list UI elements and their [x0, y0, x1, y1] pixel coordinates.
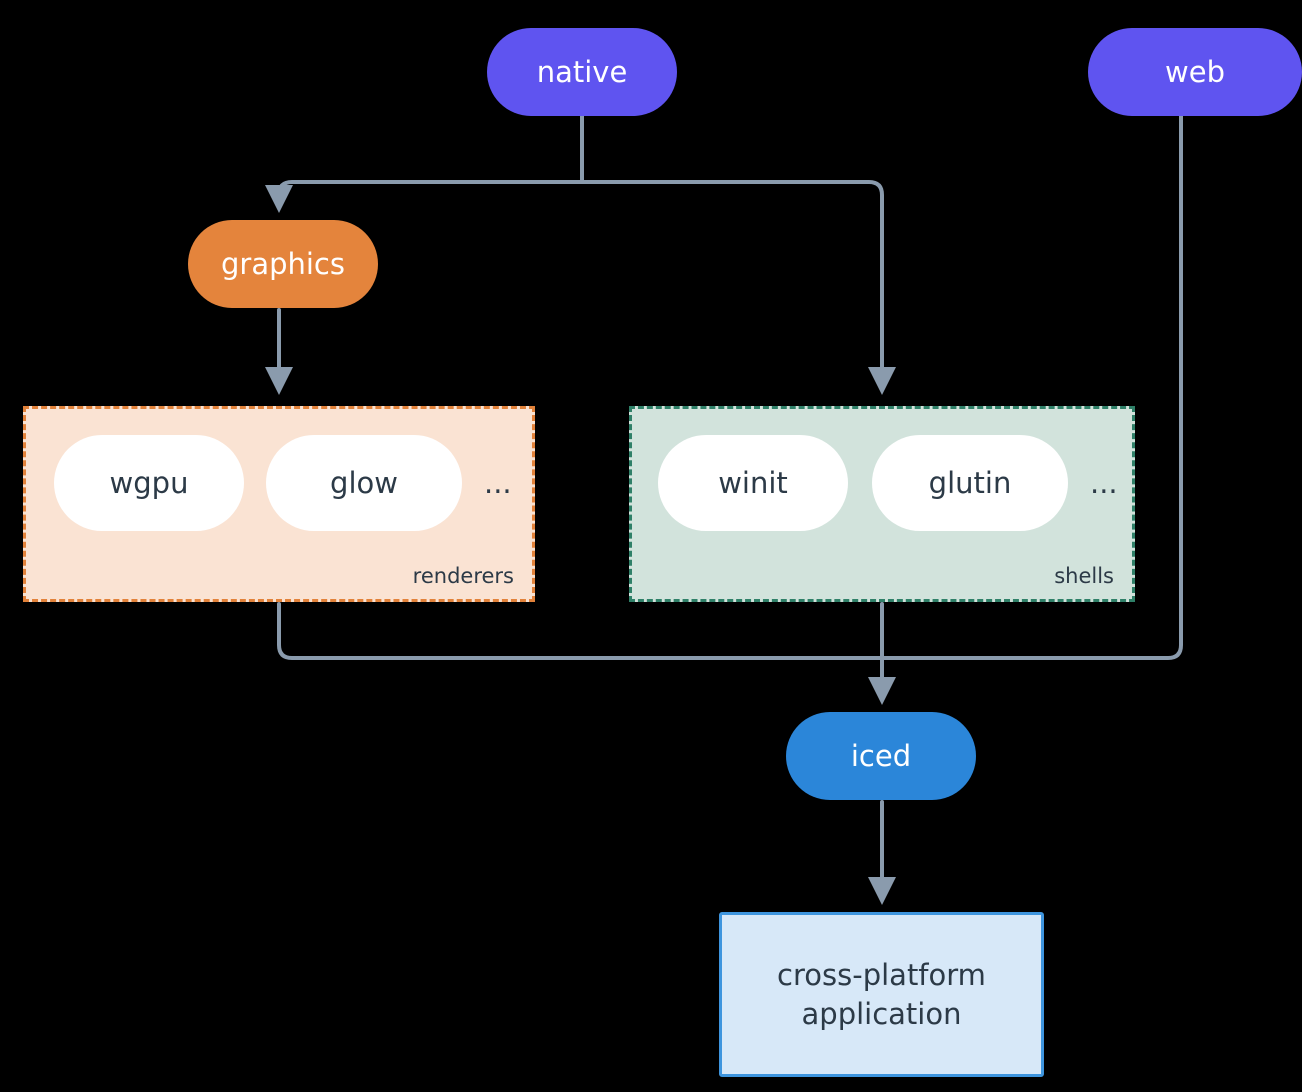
node-native-label: native — [536, 54, 628, 89]
node-wgpu-label: wgpu — [109, 465, 189, 500]
node-iced[interactable]: iced — [786, 712, 976, 800]
node-winit-label: winit — [718, 465, 788, 500]
node-native[interactable]: native — [487, 28, 677, 116]
node-glow[interactable]: glow — [266, 435, 462, 531]
node-glutin[interactable]: glutin — [872, 435, 1068, 531]
group-shells[interactable]: winit glutin ... shells — [629, 406, 1135, 602]
edge-renderers-to-iced — [277, 602, 884, 660]
group-renderers-title: renderers — [412, 564, 514, 588]
edge-native-to-shells — [580, 180, 896, 395]
node-graphics[interactable]: graphics — [188, 220, 378, 308]
node-glutin-label: glutin — [928, 465, 1012, 500]
node-graphics-label: graphics — [220, 246, 345, 281]
edge-native-to-graphics — [265, 180, 584, 213]
application-label-line1: cross-platform — [777, 957, 986, 992]
renderers-more-ellipsis: ... — [484, 466, 512, 500]
node-web-label: web — [1165, 54, 1225, 89]
edge-web-to-iced — [880, 114, 1183, 660]
node-web[interactable]: web — [1088, 28, 1302, 116]
group-shells-title: shells — [1054, 564, 1114, 588]
node-glow-label: glow — [330, 465, 398, 500]
node-wgpu[interactable]: wgpu — [54, 435, 244, 531]
node-winit[interactable]: winit — [658, 435, 848, 531]
node-cross-platform-application[interactable]: cross-platform application — [719, 912, 1044, 1077]
node-iced-label: iced — [850, 738, 912, 773]
shells-more-ellipsis: ... — [1090, 466, 1118, 500]
application-label-line2: application — [801, 996, 962, 1031]
group-renderers[interactable]: wgpu glow ... renderers — [23, 406, 535, 602]
